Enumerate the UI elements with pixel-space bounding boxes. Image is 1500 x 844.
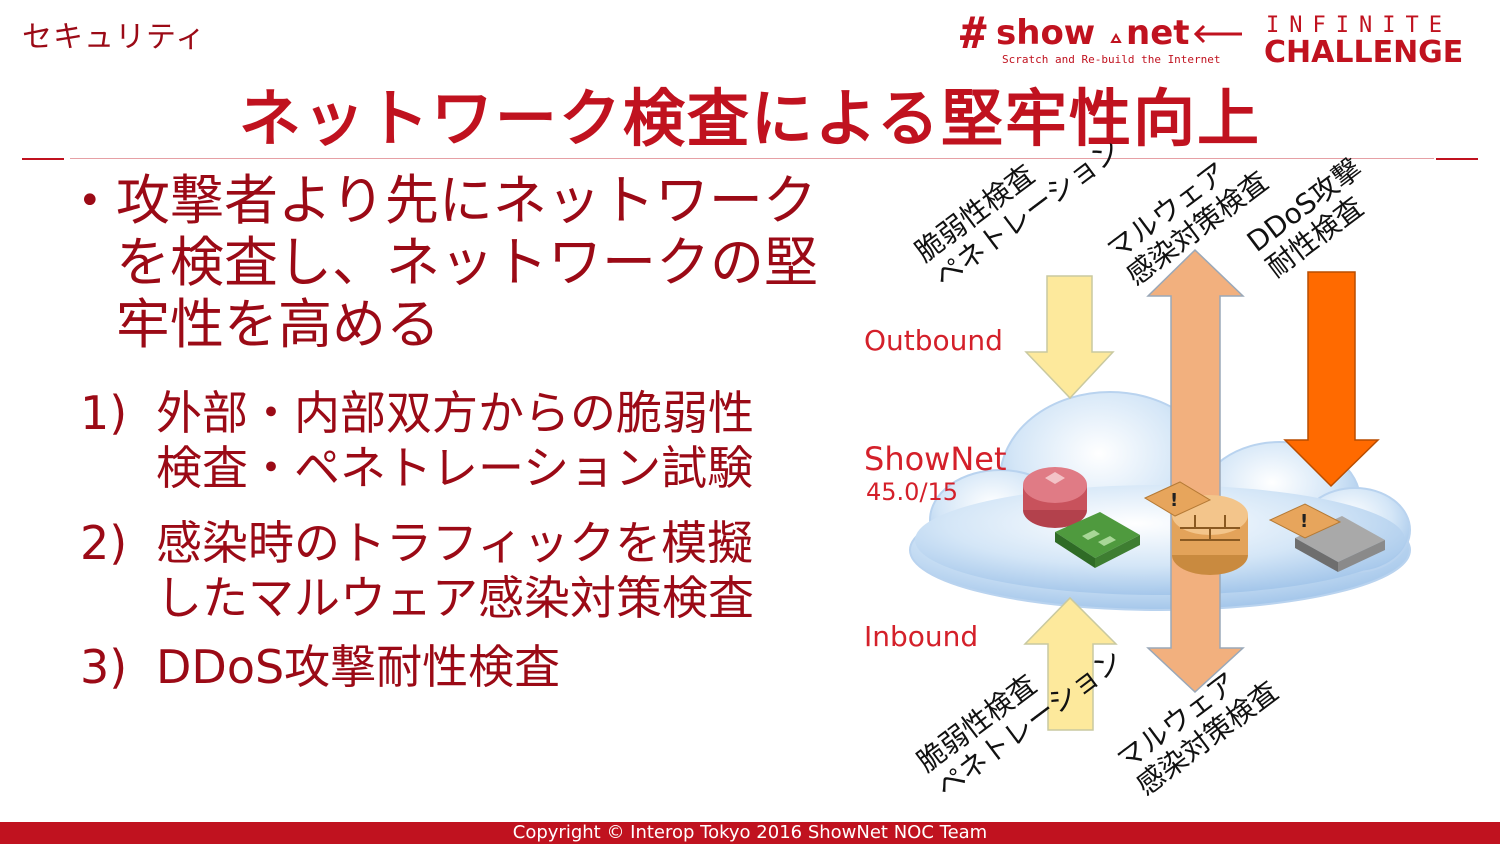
logo-infinite: INFINITE	[1266, 13, 1452, 38]
network-prefix: 45.0/15	[866, 478, 959, 506]
outbound-label: Outbound	[864, 324, 1003, 357]
logo-challenge: CHALLENGE	[1264, 35, 1463, 70]
footer-bar	[0, 822, 1500, 844]
outbound-arrow	[1024, 275, 1115, 400]
list-item-number: 1)	[80, 386, 128, 440]
router-icon	[1023, 467, 1087, 528]
network-name: ShowNet	[864, 440, 1007, 478]
warning-icon: !	[1300, 511, 1308, 532]
list-item-number: 2)	[80, 516, 128, 570]
list-item-number: 3)	[80, 640, 128, 694]
logo-hash: #	[960, 8, 987, 59]
bullet-marker: •	[78, 178, 102, 224]
switch-icon	[1055, 512, 1140, 568]
section-label: セキュリティ	[22, 20, 207, 55]
logo-show: show	[996, 13, 1095, 53]
ddos-attack-arrow	[1283, 271, 1380, 488]
inspection-diagram: ! ! Outbound Inbound ShowNet 45.0/15 脆弱性…	[850, 133, 1500, 822]
title-rule-left	[22, 158, 64, 160]
copyright-text: Copyright © Interop Tokyo 2016 ShowNet N…	[512, 822, 988, 843]
logo-tagline: Scratch and Re-build the Internet	[1002, 53, 1221, 66]
warning-icon: !	[1170, 490, 1178, 511]
malware-bidirectional-arrow	[1146, 248, 1245, 694]
firewall-icon: !	[1143, 481, 1248, 575]
logo-return-arrow-icon	[1193, 24, 1242, 44]
bullet-text: 攻撃者より先にネットワークを検査し、ネットワークの堅牢性を高める	[116, 169, 818, 356]
inbound-label: Inbound	[864, 620, 979, 653]
list-item-text: DDoS攻撃耐性検査	[156, 640, 561, 694]
showdotnet-logo: # show net Scratch and Re-build the Inte…	[960, 8, 1480, 70]
logo-graphic: # show net Scratch and Re-build the Inte…	[960, 8, 1463, 70]
ddos-appliance-icon: !	[1268, 503, 1385, 572]
list-item-text: 外部・内部双方からの脆弱性 検査・ペネトレーション試験	[156, 386, 754, 495]
list-item-text: 感染時のトラフィックを模擬 したマルウェア感染対策検査	[156, 516, 754, 625]
logo-net: net	[1126, 13, 1190, 53]
title-rule-center	[70, 158, 1434, 159]
page-title: ネットワーク検査による堅牢性向上	[238, 82, 1262, 155]
inbound-arrow	[1023, 596, 1118, 731]
title-rule-right	[1436, 158, 1478, 160]
logo-triangle-icon	[1110, 32, 1122, 43]
diagram-graphic: ! !	[909, 248, 1411, 731]
